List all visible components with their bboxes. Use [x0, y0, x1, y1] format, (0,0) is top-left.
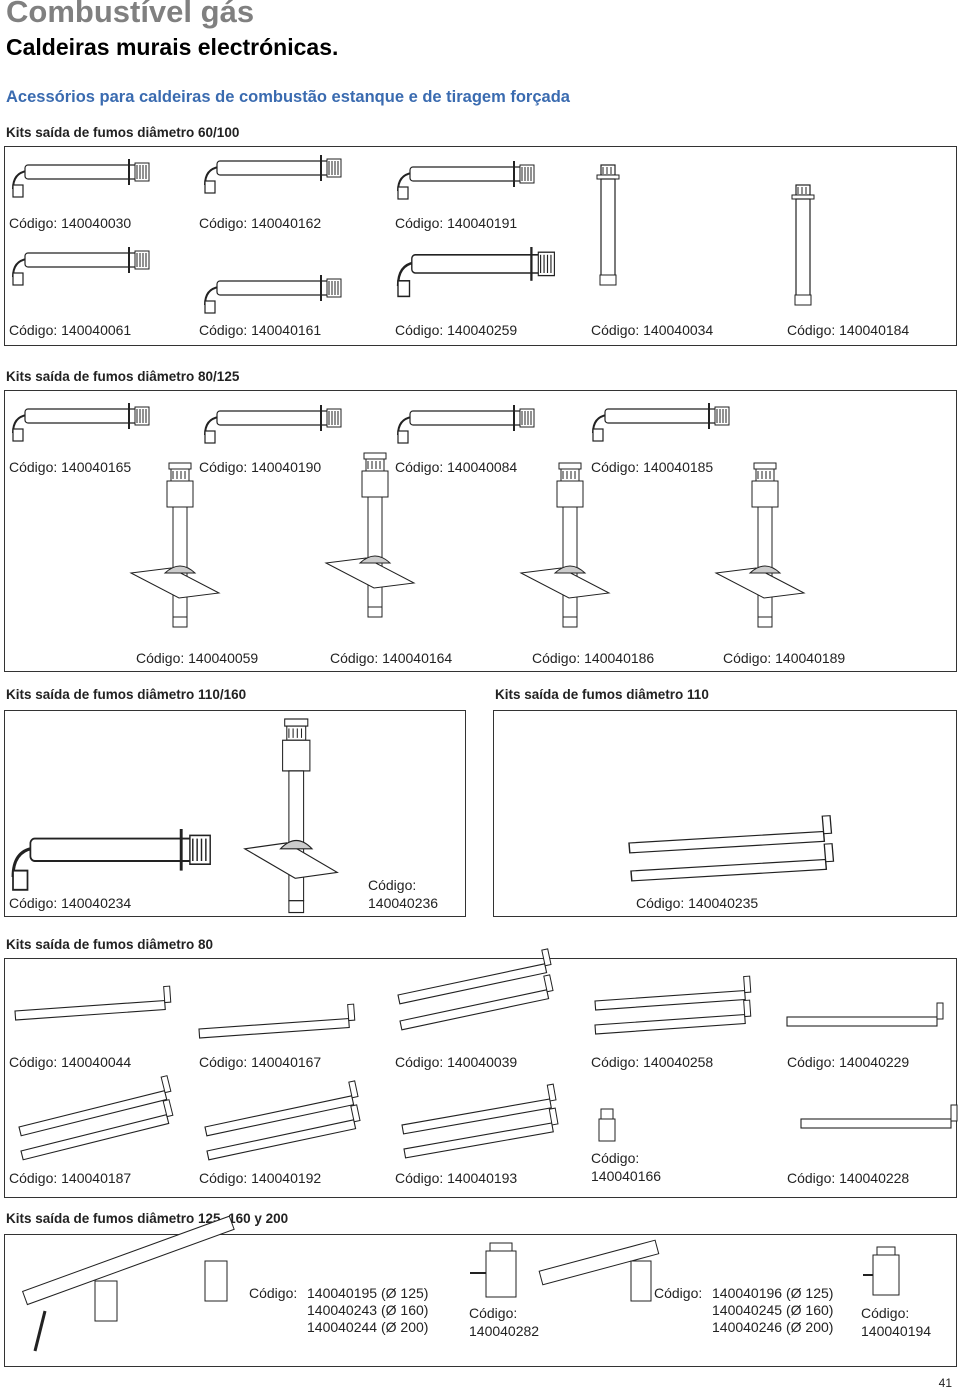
section-heading: Acessórios para caldeiras de combustão e… [6, 88, 570, 106]
flue-kit-illustration [204, 274, 342, 314]
section-title-80-125: Kits saída de fumos diâmetro 80/125 [6, 369, 240, 384]
product-code: Código: 140040030 [9, 215, 132, 231]
flue-kit-illustration [204, 404, 342, 444]
page-title: Combustível gás [6, 0, 255, 29]
flue-kit-illustration [11, 827, 212, 892]
product-code-label: Código: [861, 1305, 910, 1321]
flue-kit-illustration [397, 160, 535, 200]
roof-kit-illustration [130, 462, 220, 628]
section-box-110: Código: 140040235 [493, 710, 957, 917]
product-code: Código: 140040059 [136, 650, 259, 666]
product-code: Código: 140040191 [395, 215, 518, 231]
product-code-line: 140040243 (Ø 160) [307, 1302, 429, 1318]
product-code: Código: 140040187 [9, 1170, 132, 1186]
flue-kit-illustration [12, 402, 150, 442]
product-code-label: Código: [591, 1150, 640, 1166]
product-code: Código: 140040061 [9, 322, 132, 338]
section-title-110-160: Kits saída de fumos diâmetro 110/160 [6, 687, 247, 702]
product-code: Código: 140040167 [199, 1054, 322, 1070]
product-code: Código: 140040084 [395, 459, 518, 475]
product-code-line: 140040195 (Ø 125) [307, 1285, 429, 1301]
flue-kit-illustration [12, 158, 150, 198]
product-code-line: 140040196 (Ø 125) [712, 1285, 834, 1301]
pipe-illustration [200, 1080, 364, 1161]
product-code: Código: 140040034 [591, 322, 714, 338]
flue-kit-illustration [204, 154, 342, 194]
pipe-illustration [393, 948, 557, 1031]
product-code-line: 140040245 (Ø 160) [712, 1302, 834, 1318]
product-code: Código: 140040162 [199, 215, 322, 231]
product-code-label: Código: [368, 877, 417, 893]
product-code: Código: 140040044 [9, 1054, 132, 1070]
vertical-kit-illustration [791, 184, 815, 306]
product-code-value: 140040236 [368, 895, 439, 911]
product-code: Código: 140040185 [591, 459, 714, 475]
pipe-illustration [785, 991, 945, 1038]
product-code: Código: 140040228 [787, 1170, 910, 1186]
product-code: Código: 140040235 [636, 895, 759, 911]
pipe-illustration [628, 814, 835, 882]
flue-kit-illustration [12, 246, 150, 286]
product-code: Código: 140040234 [9, 895, 132, 911]
product-code-label: Código: [469, 1305, 518, 1321]
pipe-illustration [398, 1083, 561, 1159]
section-box-80-125: Código: 140040165 Código: 140040190 Códi… [4, 390, 957, 672]
product-code: Código: 140040259 [395, 322, 518, 338]
vertical-kit-illustration [596, 164, 620, 286]
product-code: Código: 140040184 [787, 322, 910, 338]
flue-kit-illustration [397, 404, 535, 444]
adapter-illustration [863, 1246, 900, 1296]
pipe-illustration [799, 1093, 959, 1140]
product-code: Código: 140040229 [787, 1054, 910, 1070]
product-code: Código: 140040192 [199, 1170, 322, 1186]
section-title-110: Kits saída de fumos diâmetro 110 [495, 687, 709, 702]
section-box-80: Código: 140040044 Código: 140040167 Códi… [4, 948, 959, 1198]
adapter-illustration [470, 1242, 517, 1298]
product-code: Código: 140040193 [395, 1170, 518, 1186]
product-code: Código: 140040165 [9, 459, 132, 475]
product-code: Código: 140040186 [532, 650, 655, 666]
section-box-110-160: Código: 140040234 Código: 140040236 [4, 710, 466, 917]
section-title-80: Kits saída de fumos diâmetro 80 [6, 937, 214, 952]
product-code-line: 140040244 (Ø 200) [307, 1319, 429, 1335]
roof-kit-illustration [244, 718, 338, 914]
product-code-value: 140040282 [469, 1323, 540, 1339]
flue-kit-illustration [592, 402, 730, 442]
section-title-125-160-200: Kits saída de fumos diâmetro 125, 160 y … [6, 1211, 289, 1226]
page-number: 41 [938, 1376, 952, 1390]
product-code-label: Código: [654, 1285, 703, 1301]
tee-kit-illustration [21, 1215, 235, 1352]
roof-kit-illustration [715, 462, 805, 628]
product-code: Código: 140040190 [199, 459, 322, 475]
product-code-line: 140040246 (Ø 200) [712, 1319, 834, 1335]
tee-kit-illustration [538, 1239, 660, 1302]
page-subtitle: Caldeiras murais electrónicas. [6, 34, 339, 60]
section-box-60-100: Código: 140040030 Código: 140040162 Códi… [4, 146, 957, 346]
section-title-60-100: Kits saída de fumos diâmetro 60/100 [6, 125, 240, 140]
product-code: Código: 140040189 [723, 650, 846, 666]
roof-kit-illustration [520, 462, 610, 628]
product-code-label: Código: [249, 1285, 298, 1301]
pipe-illustration [594, 975, 752, 1035]
pipe-illustration [14, 1074, 177, 1161]
section-box-125-160-200: Código: 140040195 (Ø 125) 140040243 (Ø 1… [4, 1215, 957, 1367]
flue-kit-illustration [396, 245, 556, 298]
product-code: Código: 140040161 [199, 322, 322, 338]
product-code: Código: 140040039 [395, 1054, 518, 1070]
product-code: Código: 140040258 [591, 1054, 714, 1070]
product-code-value: 140040194 [861, 1323, 932, 1339]
roof-kit-illustration [325, 452, 415, 618]
adapter-illustration [598, 1108, 616, 1142]
product-code: Código: 140040164 [330, 650, 453, 666]
product-code-value: 140040166 [591, 1168, 662, 1184]
pipe-illustration [14, 985, 172, 1021]
